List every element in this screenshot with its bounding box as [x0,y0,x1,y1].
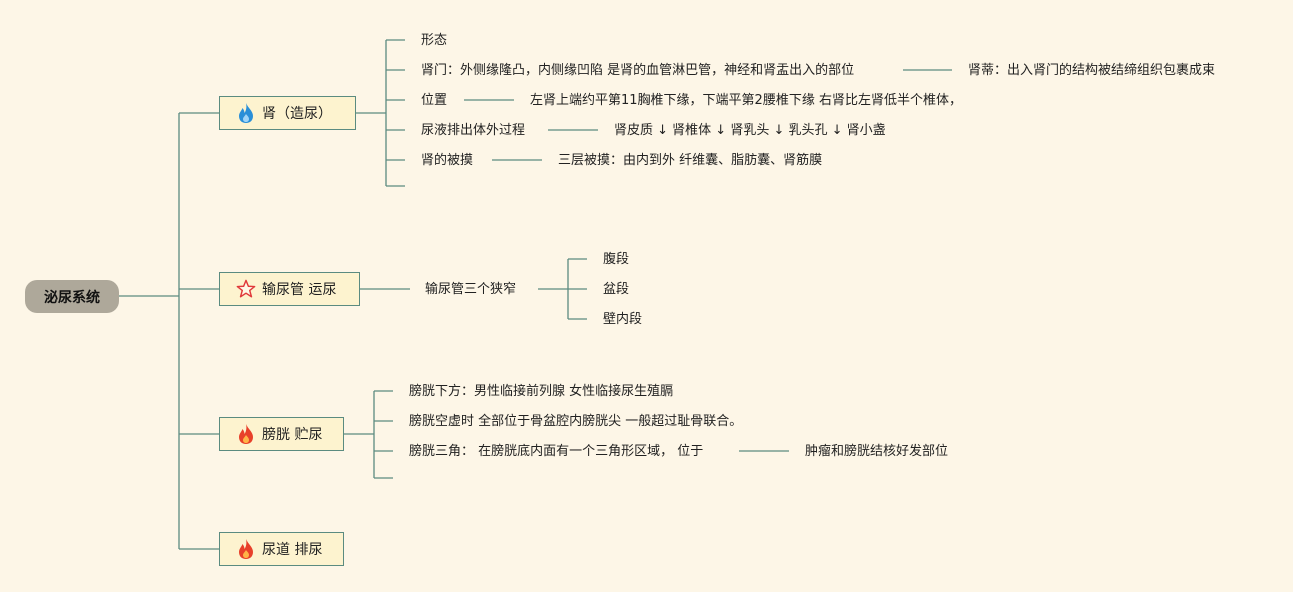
branch-bladder-label: 膀胱 贮尿 [262,427,323,443]
bladder-trigone-detail[interactable]: 肿瘤和膀胱结核好发部位 [805,444,949,459]
blue-flame-icon [236,102,256,124]
ureter-segment-pelvic[interactable]: 盆段 [603,282,630,297]
kidney-item-excretion[interactable]: 尿液排出体外过程 [421,123,526,138]
kidney-item-position[interactable]: 位置 [421,93,448,108]
kidney-item-capsule[interactable]: 肾的被摸 [421,153,474,168]
kidney-item-hilum[interactable]: 肾门：外侧缘隆凸，内侧缘凹陷 是肾的血管淋巴管，神经和肾盂出入的部位 [421,63,855,78]
kidney-excretion-detail[interactable]: 肾皮质 ↓ 肾椎体 ↓ 肾乳头 ↓ 乳头孔 ↓ 肾小盏 [614,123,886,138]
red-flame-icon [236,423,256,445]
kidney-position-detail[interactable]: 左肾上端约平第11胸椎下缘，下端平第2腰椎下缘 右肾比左肾低半个椎体， [530,93,962,108]
branch-ureter-label: 输尿管 运尿 [262,282,337,298]
branch-urethra-label: 尿道 排尿 [262,542,323,558]
bladder-item-trigone[interactable]: 膀胱三角： 在膀胱底内面有一个三角形区域， 位于 [409,444,704,459]
red-flame-icon [236,538,256,560]
branch-kidney[interactable]: 肾（造尿） [219,96,356,130]
branch-urethra[interactable]: 尿道 排尿 [219,532,344,566]
root-label: 泌尿系统 [44,289,100,306]
branch-kidney-label: 肾（造尿） [262,106,332,122]
bladder-item-empty[interactable]: 膀胱空虚时 全部位于骨盆腔内膀胱尖 一般超过耻骨联合。 [409,414,743,429]
branch-ureter[interactable]: 输尿管 运尿 [219,272,360,306]
ureter-item-narrowings[interactable]: 输尿管三个狭窄 [425,282,517,297]
branch-bladder[interactable]: 膀胱 贮尿 [219,417,344,451]
kidney-item-shape[interactable]: 形态 [421,33,448,48]
ureter-segment-intramural[interactable]: 壁内段 [603,312,643,327]
kidney-hilum-detail[interactable]: 肾蒂：出入肾门的结构被结缔组织包裹成束 [968,63,1216,78]
ureter-segment-abdominal[interactable]: 腹段 [603,252,630,267]
bladder-item-below[interactable]: 膀胱下方：男性临接前列腺 女性临接尿生殖膈 [409,384,674,399]
kidney-capsule-detail[interactable]: 三层被摸：由内到外 纤维囊、脂肪囊、肾筋膜 [558,153,823,168]
root-node[interactable]: 泌尿系统 [25,280,119,313]
red-star-icon [236,278,256,300]
